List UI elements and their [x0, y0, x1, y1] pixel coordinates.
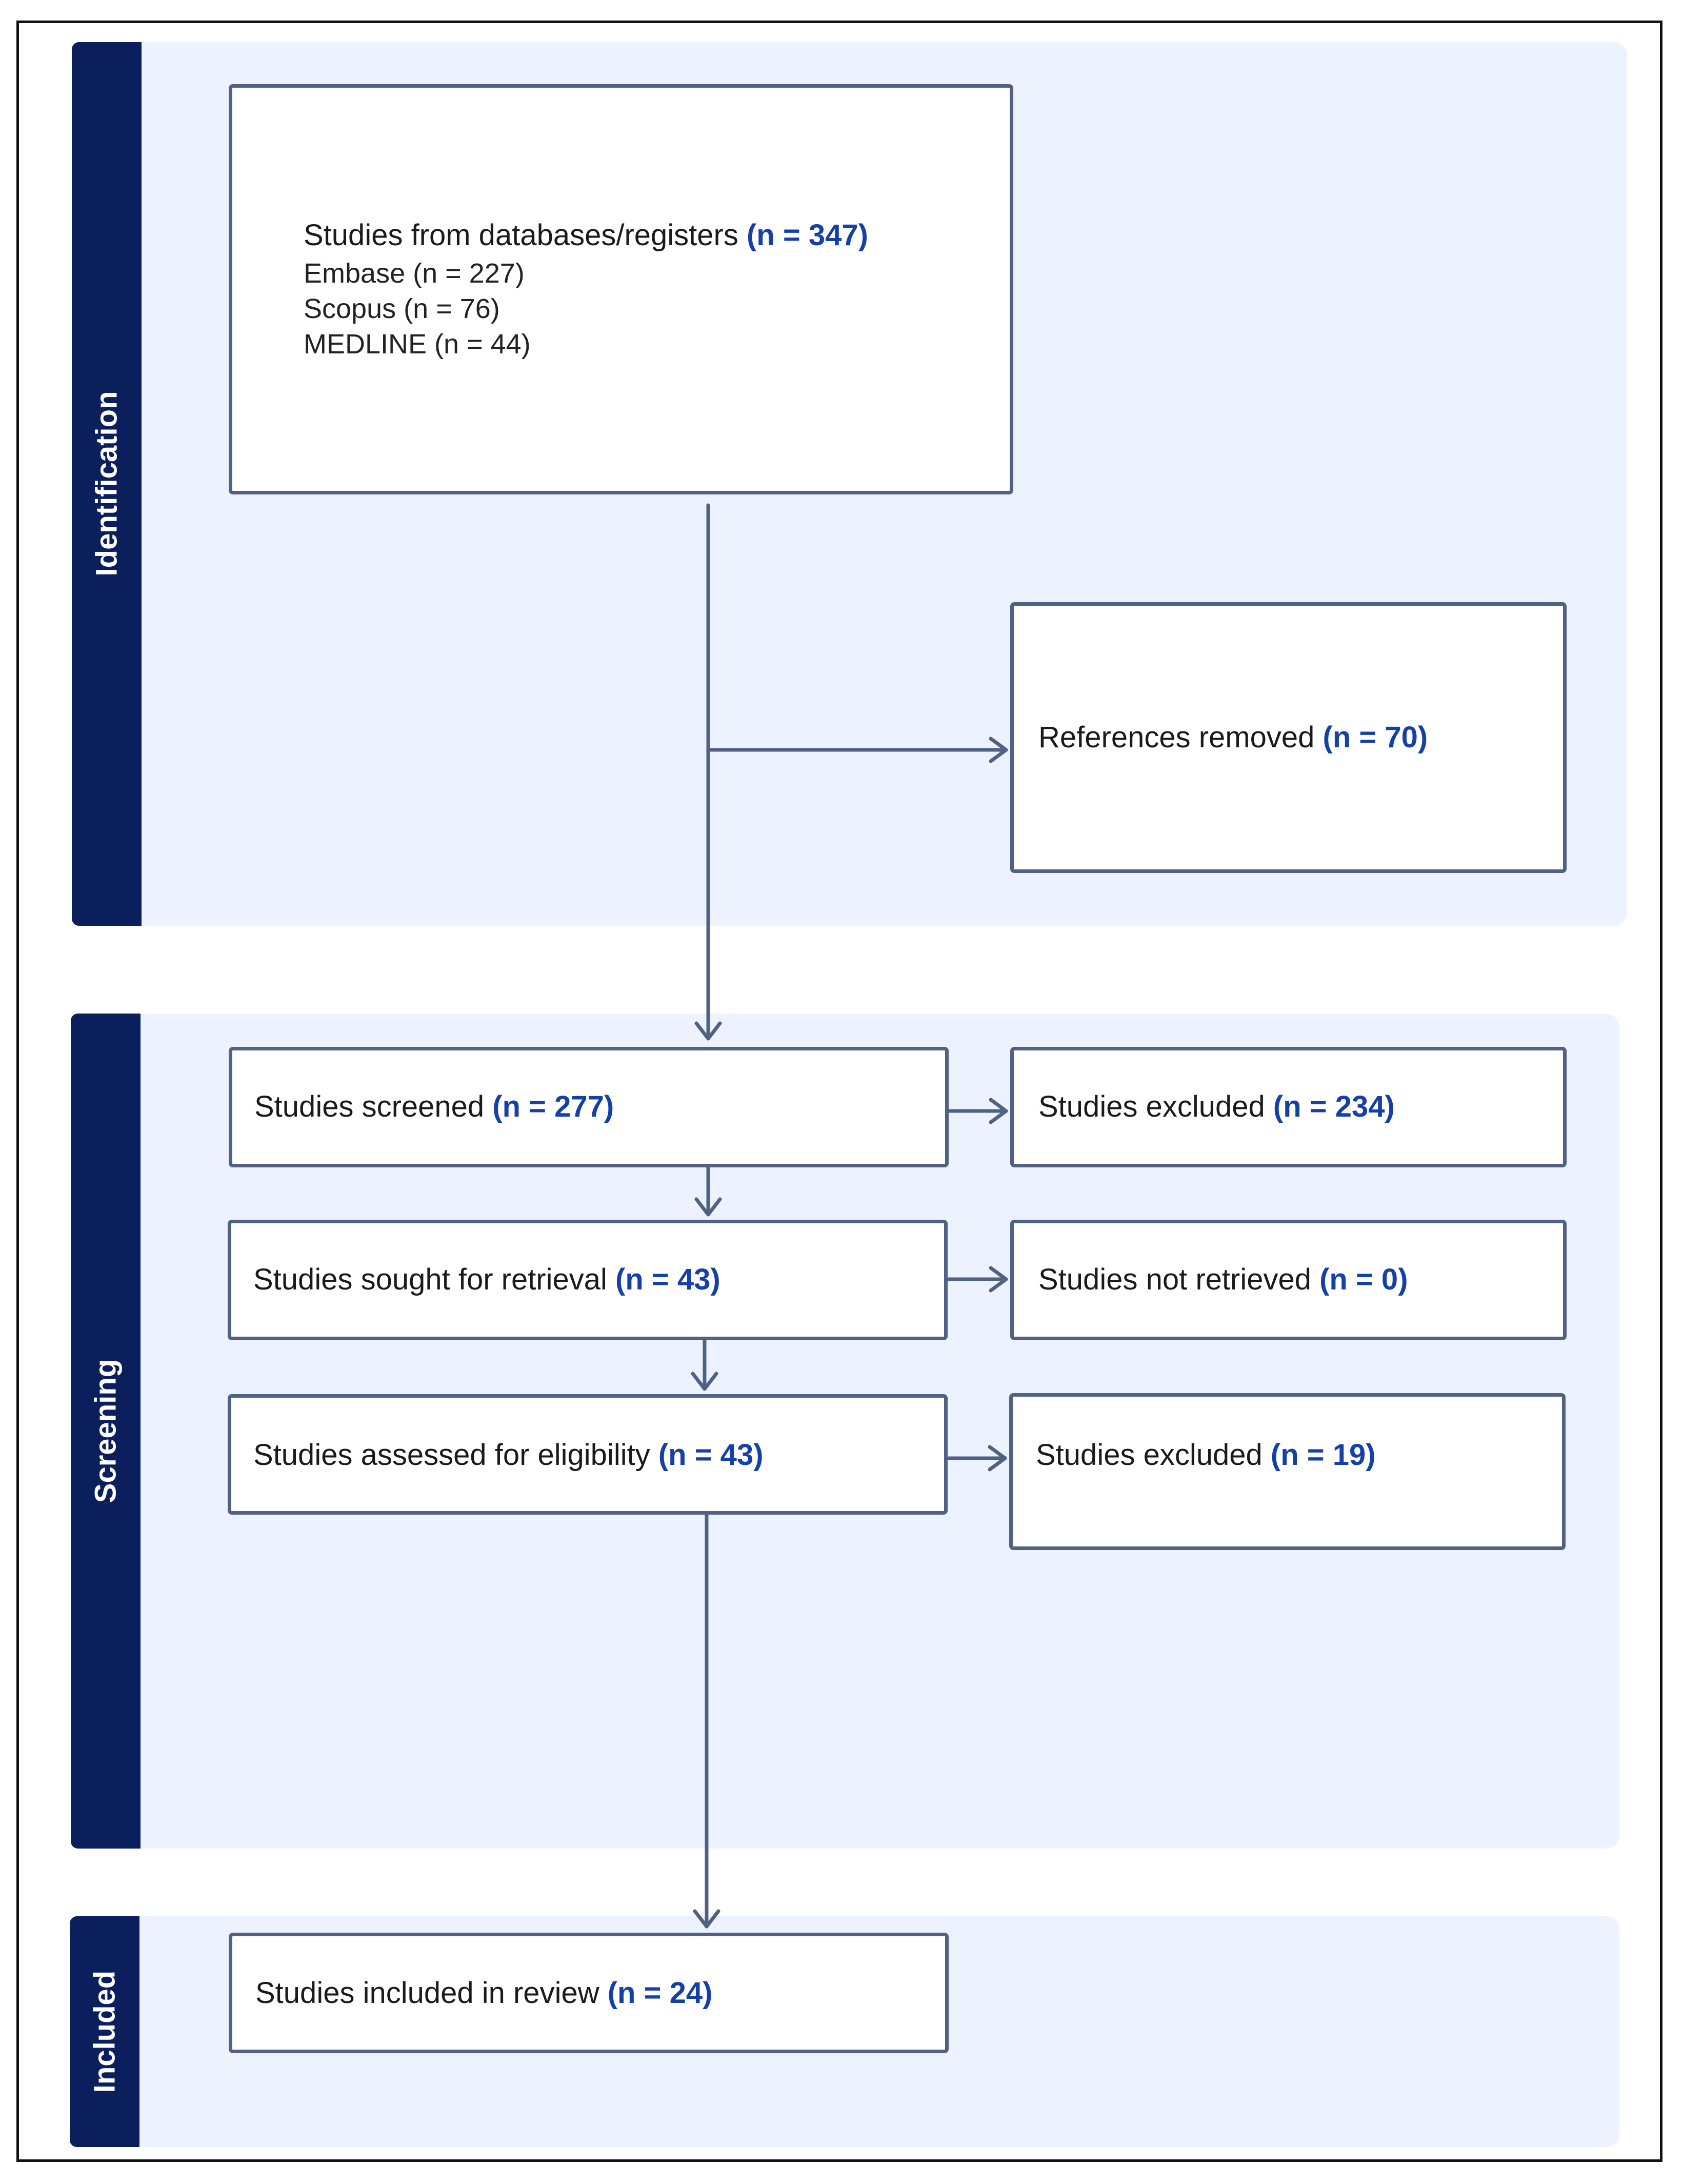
included-count: (n = 24) — [607, 1976, 713, 2010]
source-medline: MEDLINE (n = 44) — [304, 329, 531, 360]
databases-count: (n = 347) — [746, 219, 868, 252]
assessed-text: Studies assessed for eligibility (n = 43… — [253, 1438, 764, 1472]
removed-count: (n = 70) — [1323, 721, 1428, 754]
source-embase: Embase (n = 227) — [304, 258, 525, 289]
arrowhead-excluded-eligibility — [988, 1445, 1007, 1472]
databases-box — [229, 84, 1013, 494]
sought-text: Studies sought for retrieval (n = 43) — [253, 1262, 720, 1297]
excluded-screening-count: (n = 234) — [1273, 1090, 1395, 1123]
screened-box — [229, 1047, 949, 1167]
sought-label: Studies sought for retrieval — [253, 1263, 607, 1296]
assessed-label: Studies assessed for eligibility — [253, 1438, 650, 1472]
arrowhead-removed — [989, 737, 1008, 763]
included-text: Studies included in review (n = 24) — [255, 1976, 712, 2010]
assessed-box — [228, 1394, 948, 1515]
screened-text: Studies screened (n = 277) — [254, 1089, 614, 1124]
excluded-eligibility-text: Studies excluded (n = 19) — [1036, 1438, 1376, 1472]
excluded-eligibility-count: (n = 19) — [1270, 1438, 1376, 1472]
removed-box — [1010, 602, 1567, 873]
databases-label: Studies from databases/registers — [304, 219, 738, 252]
screening-bar — [71, 1014, 141, 1849]
included-bar — [70, 1916, 139, 2147]
arrowhead-excluded-screening — [989, 1098, 1008, 1124]
figure-frame — [16, 21, 1662, 2162]
excluded-screening-text: Studies excluded (n = 234) — [1038, 1089, 1395, 1124]
arrowhead-sought — [694, 1197, 722, 1217]
sought-box — [228, 1220, 948, 1340]
excluded-screening-label: Studies excluded — [1038, 1090, 1265, 1123]
arrowhead-included — [693, 1909, 720, 1929]
identification-bar — [72, 42, 142, 926]
arrowhead-screened — [694, 1021, 722, 1041]
screened-label: Studies screened — [254, 1090, 485, 1123]
included-label: Studies included in review — [255, 1976, 599, 2010]
not-retrieved-count: (n = 0) — [1319, 1263, 1408, 1296]
databases-heading: Studies from databases/registers (n = 34… — [304, 218, 868, 252]
arrowhead-not-retrieved — [989, 1266, 1008, 1293]
removed-label: References removed — [1038, 721, 1315, 754]
excluded-screening-box — [1010, 1047, 1567, 1167]
excluded-eligibility-box — [1009, 1393, 1566, 1550]
not-retrieved-label: Studies not retrieved — [1038, 1263, 1311, 1296]
excluded-eligibility-label: Studies excluded — [1036, 1438, 1263, 1472]
source-scopus: Scopus (n = 76) — [304, 293, 500, 324]
included-box — [229, 1933, 949, 2053]
assessed-count: (n = 43) — [658, 1438, 764, 1472]
not-retrieved-text: Studies not retrieved (n = 0) — [1038, 1262, 1408, 1297]
screened-count: (n = 277) — [492, 1090, 614, 1123]
not-retrieved-box — [1010, 1220, 1567, 1340]
removed-text: References removed (n = 70) — [1038, 720, 1428, 755]
arrowhead-assessed — [691, 1372, 718, 1391]
sought-count: (n = 43) — [615, 1263, 720, 1296]
